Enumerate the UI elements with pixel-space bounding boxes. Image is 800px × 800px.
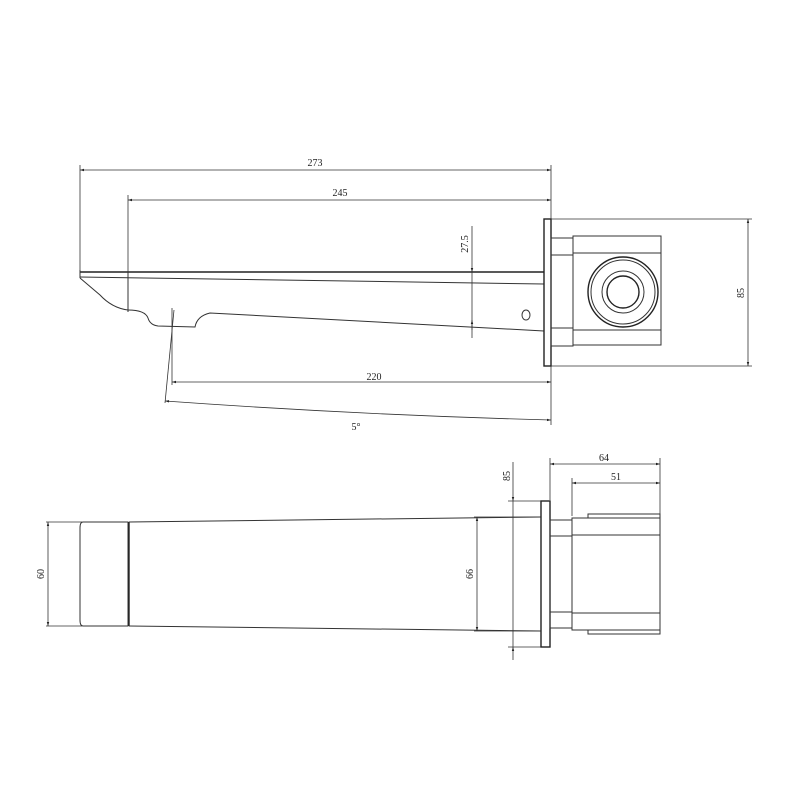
dim-label-51: 51: [611, 472, 621, 483]
dimension-outlet-reach: 220: [171, 308, 552, 425]
valve-body-side: [550, 235, 662, 347]
dim-label-5-degrees: 5°: [352, 422, 361, 433]
dim-label-27-5: 27.5: [460, 235, 471, 253]
dim-label-85-side: 85: [736, 288, 747, 298]
dimension-valve-depth: 51: [571, 472, 660, 516]
dim-label-60: 60: [36, 569, 47, 579]
dim-label-273: 273: [308, 158, 323, 169]
top-view: 60 66 85 64 51: [36, 453, 661, 660]
dimension-spout-base-width: 66: [465, 516, 541, 632]
spout-top-profile: [79, 516, 542, 632]
dim-label-220: 220: [367, 372, 382, 383]
dimension-body-depth: 64: [549, 453, 661, 518]
wall-plate-side: [543, 218, 552, 367]
dimension-plate-height: 85: [551, 218, 752, 367]
dimension-spout-height: 27.5: [460, 226, 474, 338]
dimension-spout-length: 245: [127, 188, 551, 272]
dimension-overall-length: 273: [79, 158, 552, 270]
dimension-outlet-width: 60: [36, 521, 82, 627]
dim-label-66: 66: [465, 569, 476, 579]
dim-label-245: 245: [333, 188, 348, 199]
side-view: 273 245 27.5 85 220: [79, 158, 752, 433]
dimension-slope-angle: 5°: [164, 309, 552, 433]
dim-label-85-top: 85: [502, 471, 513, 481]
valve-body-top: [549, 513, 661, 635]
dim-label-64: 64: [599, 453, 609, 464]
wall-plate-top: [540, 500, 551, 648]
dimension-plate-thickness: 85: [502, 462, 541, 660]
spout-side-profile: [79, 270, 545, 332]
